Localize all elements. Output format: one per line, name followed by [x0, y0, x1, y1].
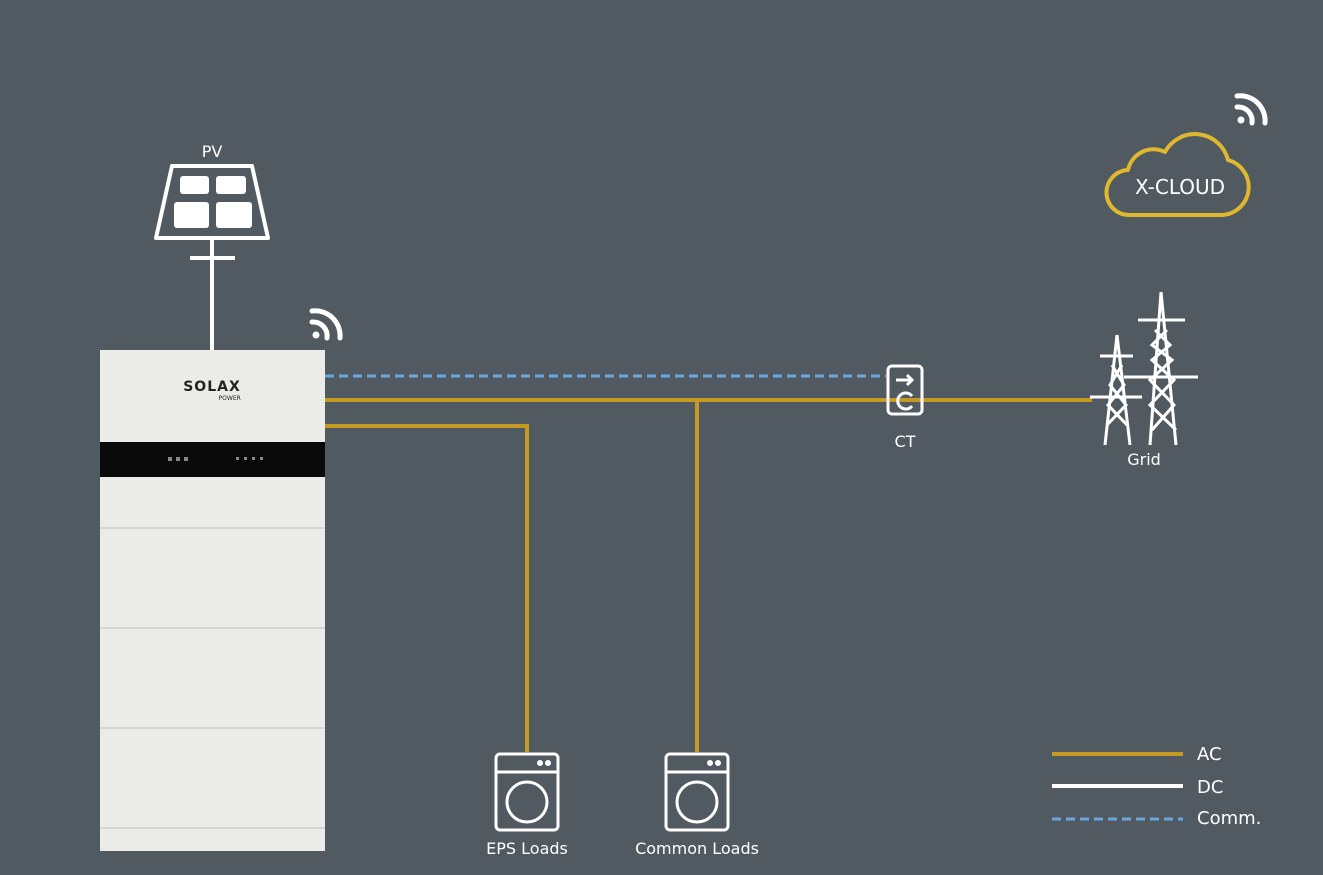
eps-loads-label: EPS Loads: [486, 839, 568, 858]
washing-machine-icon: [494, 752, 560, 832]
ct-label: CT: [894, 432, 916, 451]
pv-label: PV: [201, 142, 223, 161]
legend-ac-label: AC: [1197, 744, 1222, 765]
washing-machine-icon: [664, 752, 730, 832]
common-loads-label: Common Loads: [635, 839, 759, 858]
wifi-icon: [309, 308, 343, 341]
solar-panel-icon: [154, 164, 270, 260]
legend-comm-label: Comm.: [1197, 808, 1262, 829]
brand-name: SOLAX: [183, 379, 241, 395]
legend-dc-label: DC: [1197, 777, 1224, 798]
cloud-label: X-CLOUD: [1134, 175, 1226, 199]
grid-label: Grid: [1127, 450, 1161, 469]
cloud-wifi-icon: [1234, 93, 1268, 126]
cloud-icon: [1104, 132, 1251, 218]
brand-sub: POWER: [218, 395, 241, 402]
ac-lines: [325, 398, 1092, 752]
inverter-battery-stack: [100, 350, 325, 851]
grid-tower-icon: [1090, 291, 1198, 446]
ct-meter-icon: [886, 364, 924, 416]
